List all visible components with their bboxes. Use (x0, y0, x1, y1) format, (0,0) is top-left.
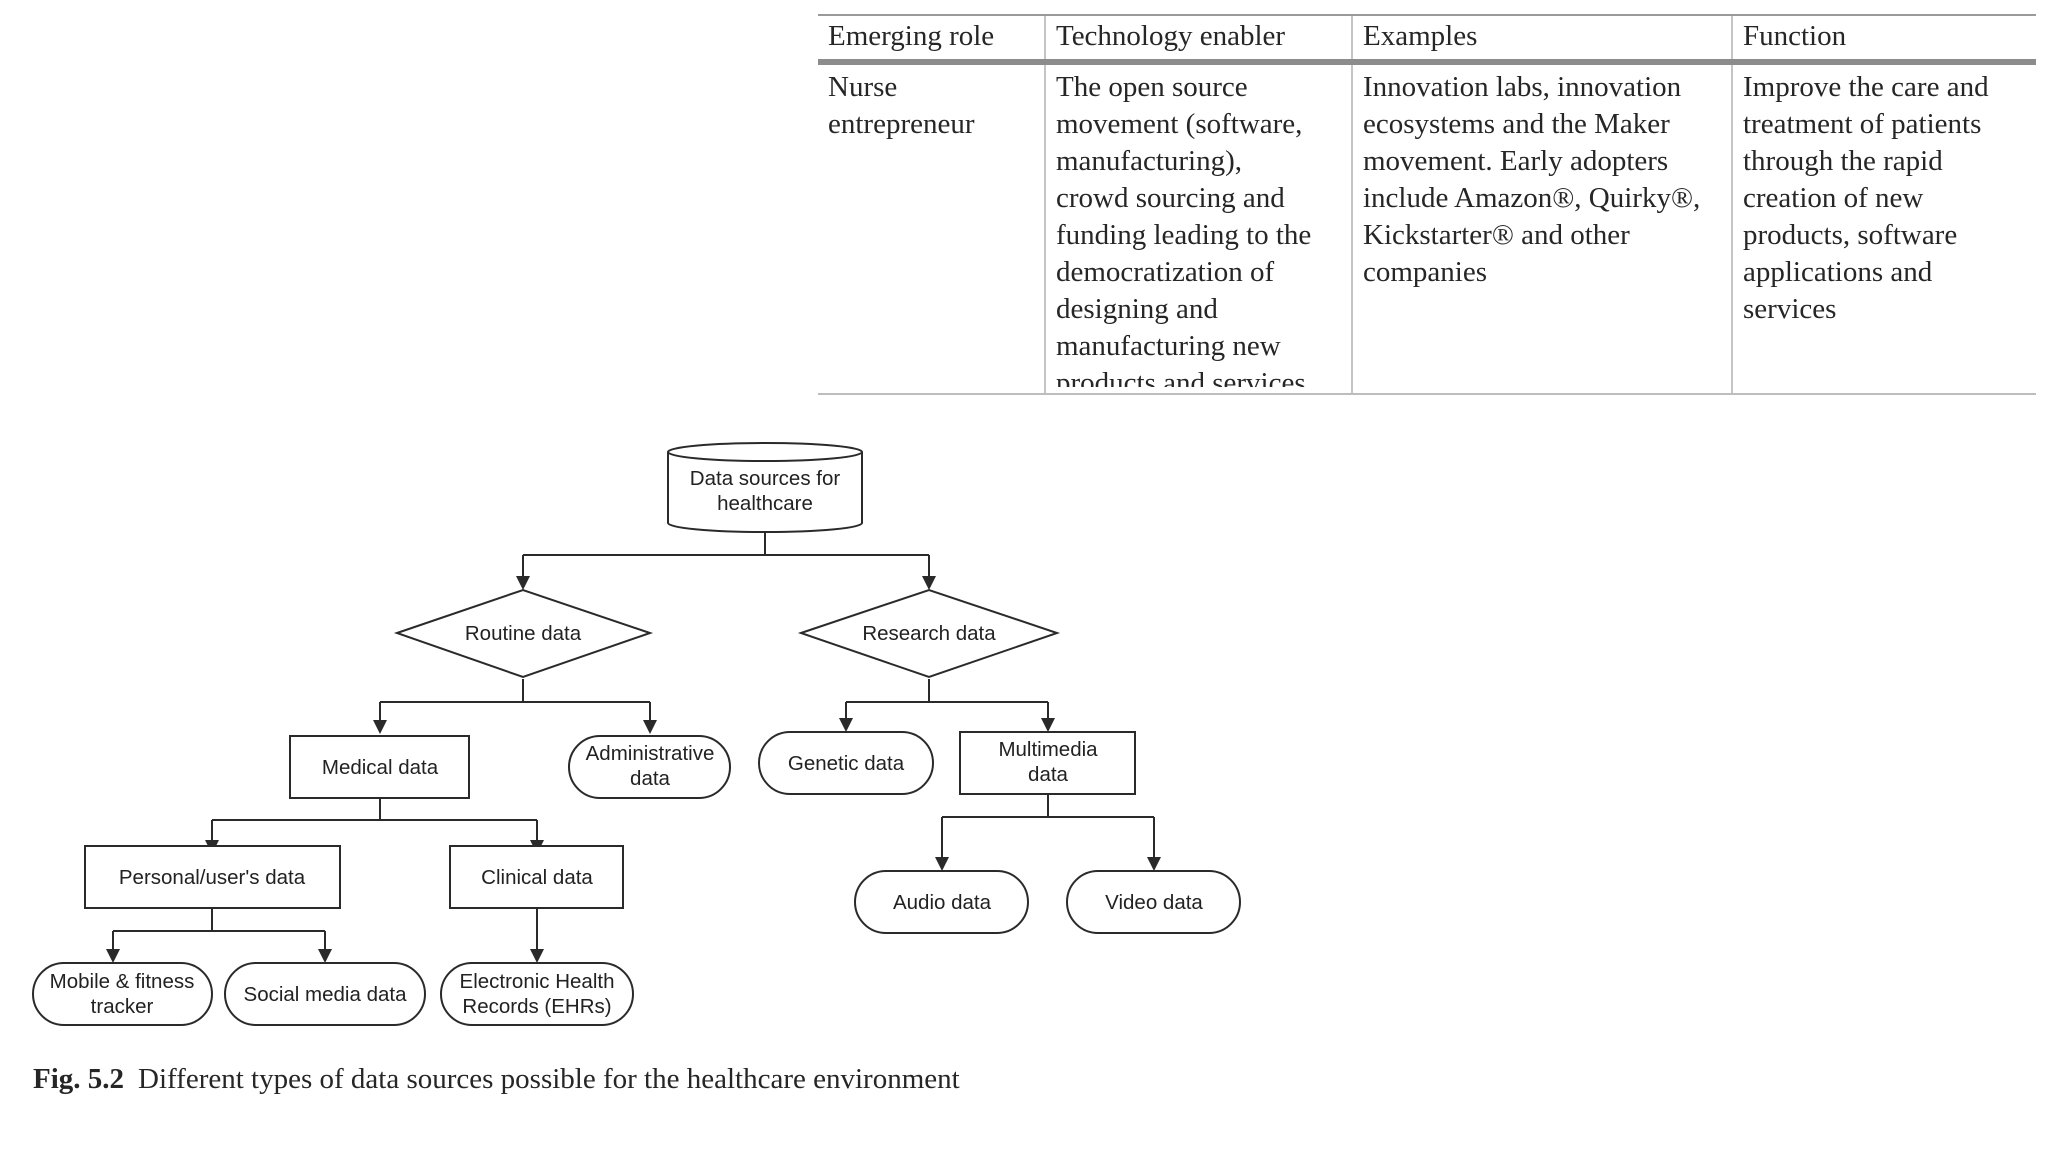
node-ehr: Electronic Health Records (EHRs) (440, 962, 634, 1026)
node-label: Genetic data (788, 752, 905, 775)
node-label: Social media data (244, 983, 408, 1006)
node-label: data (1028, 763, 1068, 786)
arrowheads (106, 576, 1161, 963)
col-header-examples: Examples (1351, 14, 1732, 65)
cell-line: Nurse (828, 71, 898, 103)
node-multimedia-data: Multimedia data (959, 731, 1136, 795)
cell-line: treatment of patients (1743, 108, 1982, 140)
node-clinical-data: Clinical data (449, 845, 624, 909)
figure-caption: Fig. 5.2 Different types of data sources … (33, 1063, 960, 1096)
col-header-technology-enabler: Technology enabler (1044, 14, 1352, 65)
cell-line: Kickstarter® and other (1363, 219, 1630, 251)
node-genetic-data: Genetic data (758, 731, 934, 795)
cell-line: entrepreneur (828, 108, 975, 140)
cell-enabler: The open source movement (software, manu… (1044, 62, 1352, 395)
node-label: Personal/user's data (119, 866, 306, 889)
node-social-media-data: Social media data (224, 962, 426, 1026)
node-routine-data: Routine data (393, 588, 654, 679)
cell-line: designing and (1056, 293, 1218, 325)
roles-table: Emerging role Technology enabler Example… (818, 14, 2036, 395)
cell-line: ecosystems and the Maker (1363, 108, 1670, 140)
col-header-emerging-role: Emerging role (818, 14, 1045, 65)
node-label: Video data (1105, 891, 1203, 914)
cell-examples: Innovation labs, innovation ecosystems a… (1351, 62, 1732, 395)
cell-line: The open source (1056, 71, 1248, 103)
figure-number: Fig. 5.2 (33, 1063, 125, 1095)
cell-line: products and services (1056, 367, 1306, 387)
cell-line: through the rapid (1743, 145, 1943, 177)
cell-line: funding leading to the (1056, 219, 1312, 251)
cell-line: manufacturing new (1056, 330, 1281, 362)
node-label: Routine data (465, 622, 582, 645)
node-label: Records (EHRs) (462, 995, 611, 1018)
node-label: tracker (91, 995, 154, 1018)
node-label: Administrative (586, 742, 715, 765)
cell-line: products, software (1743, 219, 1958, 251)
node-label: Research data (862, 622, 996, 645)
node-personal-data: Personal/user's data (84, 845, 341, 909)
node-label: Audio data (893, 891, 992, 914)
cell-line: democratization of (1056, 256, 1275, 288)
table-header-row: Emerging role Technology enabler Example… (818, 14, 2036, 65)
cell-line: movement (software, (1056, 108, 1303, 140)
node-label: Clinical data (481, 866, 593, 889)
node-label: Multimedia (998, 738, 1098, 761)
cell-line: crowd sourcing and (1056, 182, 1285, 214)
connectors (112, 532, 1155, 952)
data-sources-diagram: Data sources for healthcare Routine data… (32, 442, 1241, 1026)
cell-line: services (1743, 293, 1837, 325)
node-data-sources-root: Data sources for healthcare (667, 442, 863, 533)
cell-line: manufacturing), (1056, 145, 1243, 177)
cell-function: Improve the care and treatment of patien… (1731, 62, 2036, 395)
node-label: Medical data (322, 756, 439, 779)
node-label: Mobile & fitness (50, 970, 195, 993)
node-video-data: Video data (1066, 870, 1241, 934)
cell-line: creation of new (1743, 182, 1924, 214)
cell-role: Nurse entrepreneur (818, 62, 1045, 395)
node-research-data: Research data (797, 588, 1061, 679)
cell-line: applications and (1743, 256, 1933, 288)
cell-line: Innovation labs, innovation (1363, 71, 1682, 103)
node-label: Electronic Health (460, 970, 615, 993)
cell-line: include Amazon®, Quirky®, (1363, 182, 1701, 214)
figure-caption-text: Different types of data sources possible… (138, 1063, 960, 1095)
node-medical-data: Medical data (289, 735, 470, 799)
node-label: healthcare (717, 492, 813, 515)
node-label: Data sources for (690, 467, 841, 490)
node-mobile-fitness-tracker: Mobile & fitness tracker (32, 962, 213, 1026)
cell-line: Improve the care and (1743, 71, 1989, 103)
table-row: Nurse entrepreneur The open source movem… (818, 62, 2036, 395)
col-header-function: Function (1731, 14, 2036, 65)
node-label: data (630, 767, 670, 790)
node-audio-data: Audio data (854, 870, 1029, 934)
cell-line: movement. Early adopters (1363, 145, 1669, 177)
cell-line: companies (1363, 256, 1488, 288)
node-administrative-data: Administrative data (568, 735, 731, 799)
